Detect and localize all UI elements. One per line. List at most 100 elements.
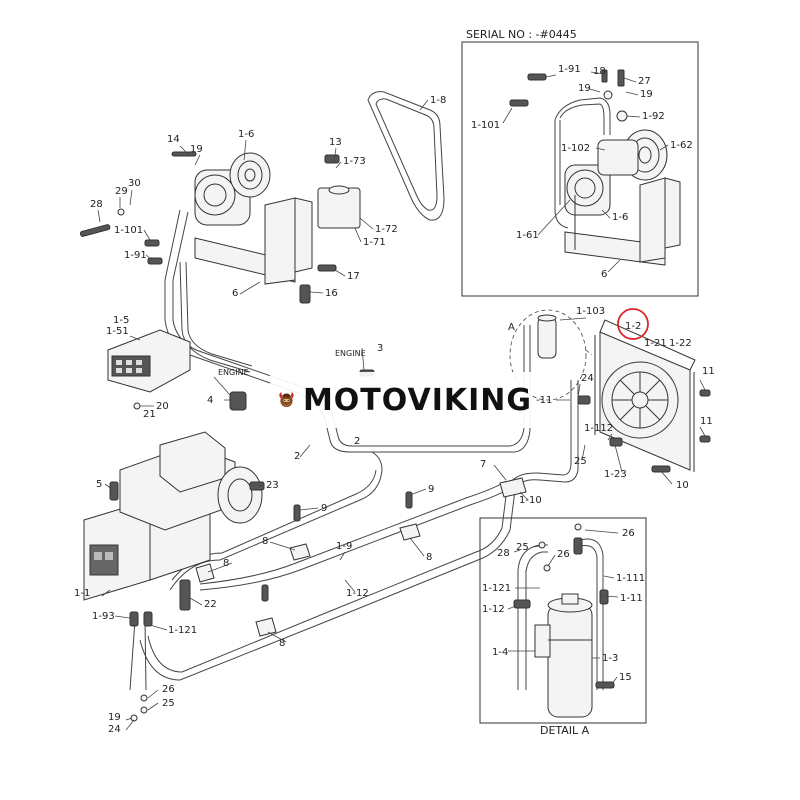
part-label: 25 [574,456,587,467]
part-label: 1-6 [238,129,254,140]
part-label: 8 [223,558,229,569]
part-label: 1-9 [336,541,352,552]
part-label: 1-111 [616,573,645,584]
part-label: 18 [593,66,606,77]
serial-inset-title: SERIAL NO : -#0445 [466,28,577,41]
part-label: 1-1 [74,588,90,599]
part-label: 23 [266,480,279,491]
part-label: 1-71 [363,237,386,248]
part-label: 29 [115,186,128,197]
switch-1-72 [317,154,361,229]
part-label: 26 [622,528,635,539]
part-label: 25 [516,542,529,553]
part-label: 19 [190,144,203,155]
part-label: 24 [581,373,594,384]
part-label: 1-5 [113,315,129,326]
part-label: -11 [536,395,552,406]
fittings [79,151,711,722]
part-label: 1-2 [625,321,641,332]
watermark: MOTOVIKING [270,372,532,428]
part-label: 1-23 [604,469,627,480]
compressor [194,152,313,285]
belt [367,91,445,221]
part-label: 26 [557,549,570,560]
part-label: 2 [294,451,300,462]
part-label: 8 [426,552,432,563]
engine-label: ENGINE [335,349,366,358]
part-label: 5 [96,479,102,490]
part-label: 1-121 [482,583,511,594]
inset-compressor [564,129,681,266]
part-label: 1-6 [612,212,628,223]
part-label: 1-91 [558,64,581,75]
detail-a-inset: DETAIL A 25 26 28 26 1-121 1-111 1-12 1-… [479,517,647,737]
part-label: 27 [638,76,651,87]
part-label: 11 [702,366,715,377]
main-labels: 1-8 1-6 14 19 13 1-73 1-72 1-71 28 29 30… [74,95,715,735]
part-label: 19 [640,89,653,100]
callout-a: A [508,309,593,401]
part-label: 19 [578,83,591,94]
part-label: 13 [329,137,342,148]
part-label: 1-21 [644,338,667,349]
part-label: 6 [601,269,607,280]
part-label: 17 [347,271,360,282]
part-label: 24 [108,724,121,735]
part-label: 9 [321,503,327,514]
part-label: 14 [167,134,180,145]
watermark-text: MOTOVIKING [302,382,532,418]
control-panel [107,329,191,393]
part-label: 10 [676,480,689,491]
part-label: 4 [207,395,213,406]
part-label: 7 [480,459,486,470]
part-label: 1-51 [106,326,129,337]
part-label: 22 [204,599,217,610]
part-label: 1-101 [114,225,143,236]
part-label: 11 [700,416,713,427]
part-label: 1-102 [561,143,590,154]
part-label: 1-73 [343,156,366,167]
part-label: 1-62 [670,140,693,151]
part-label: 1-11 [620,593,643,604]
part-label: 1-8 [430,95,446,106]
part-label: 28 [90,199,103,210]
part-label: 15 [619,672,632,683]
part-label: 25 [162,698,175,709]
serial-inset: SERIAL NO : -#0445 1-91 18 [461,28,699,297]
viking-logo-icon [279,392,294,407]
part-label: 1-61 [516,230,539,241]
part-label: 20 [156,401,169,412]
detail-a-title: DETAIL A [540,724,590,737]
part-label: 1-101 [471,120,500,131]
part-label: 1-93 [92,611,115,622]
condenser [594,319,696,472]
part-label: 9 [428,484,434,495]
part-label: 1-121 [168,625,197,636]
hvac-unit [83,431,263,601]
part-label: 8 [262,536,268,547]
leader-lines [97,99,706,731]
part-label: 1-103 [576,306,605,317]
part-label: 1-91 [124,250,147,261]
part-label: 1-72 [375,224,398,235]
part-label: 8 [279,638,285,649]
part-label: 1-12 [482,604,505,615]
part-label: 1-22 [669,338,692,349]
part-label: 3 [377,343,383,354]
part-label: 19 [108,712,121,723]
part-label: 1-10 [519,495,542,506]
part-label: 28 [497,548,510,559]
part-label: 30 [128,178,141,189]
engine-label: ENGINE [218,368,249,377]
part-label: 26 [162,684,175,695]
part-label: 1-12 [346,588,369,599]
part-label: 21 [143,409,156,420]
part-label: 1-92 [642,111,665,122]
part-label: 16 [325,288,338,299]
part-label: 1-4 [492,647,508,658]
highlight-circle [617,308,649,340]
part-label: 2 [354,436,360,447]
part-label: 1-112 [584,423,613,434]
callout-a-label: A [508,322,515,333]
